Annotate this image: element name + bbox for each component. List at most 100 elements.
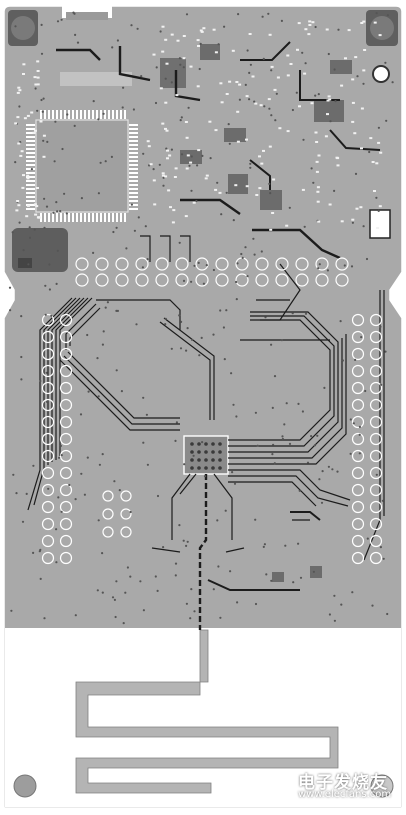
smd-pad xyxy=(32,131,36,134)
smd-pad xyxy=(39,120,43,123)
via xyxy=(182,539,185,542)
via xyxy=(318,478,321,481)
via xyxy=(375,196,378,199)
via xyxy=(196,164,199,167)
mcu-pin xyxy=(26,176,35,178)
header-pad xyxy=(369,381,383,395)
via xyxy=(229,570,232,573)
via xyxy=(235,280,238,284)
smd-pad xyxy=(36,76,40,79)
via xyxy=(154,575,157,578)
via xyxy=(185,13,189,16)
via xyxy=(101,591,104,594)
mcu-pin xyxy=(26,140,35,142)
smd-pad xyxy=(254,102,258,105)
smd-pad xyxy=(204,177,208,180)
mcu-pin xyxy=(129,196,138,198)
smd-pad xyxy=(351,120,355,123)
smd-pad xyxy=(255,194,259,196)
via xyxy=(249,63,252,66)
smd-pad xyxy=(316,200,320,203)
smd-pad xyxy=(147,145,151,148)
smd-pad xyxy=(164,38,168,41)
via xyxy=(162,546,165,549)
mcu-pin xyxy=(72,213,74,222)
smd-pad xyxy=(189,161,193,164)
via xyxy=(354,172,358,175)
header-pad xyxy=(335,273,349,287)
mcu-pin xyxy=(112,110,114,119)
via xyxy=(351,591,354,594)
mcu-pin xyxy=(129,156,138,158)
via xyxy=(58,456,61,459)
via xyxy=(314,94,317,97)
via xyxy=(73,12,76,15)
via xyxy=(195,199,198,203)
via xyxy=(216,181,219,184)
smd-pad xyxy=(297,22,301,25)
via xyxy=(18,105,21,108)
mcu-pin xyxy=(129,136,138,138)
smd-pad xyxy=(185,136,189,139)
via xyxy=(270,343,273,346)
smd-pad xyxy=(260,162,264,165)
via xyxy=(217,43,220,46)
via xyxy=(260,250,263,253)
via xyxy=(314,25,317,29)
via xyxy=(44,313,47,316)
via xyxy=(328,613,331,616)
via xyxy=(223,358,226,361)
mcu-pin xyxy=(129,164,138,166)
mcu-pin xyxy=(26,208,35,210)
via xyxy=(18,221,21,224)
central-qfn-chip xyxy=(183,435,229,475)
via xyxy=(73,124,76,127)
via xyxy=(261,15,264,18)
smd-pad xyxy=(197,149,201,152)
mcu-pin xyxy=(129,144,138,146)
smd-pad xyxy=(360,22,364,24)
via xyxy=(178,241,181,244)
via xyxy=(329,120,332,123)
header-pad xyxy=(95,257,109,271)
smd-pad xyxy=(316,190,320,193)
mcu-pin xyxy=(129,200,138,202)
mcu-pin xyxy=(129,124,138,126)
via xyxy=(224,509,227,512)
smd-pad xyxy=(168,154,172,157)
smd-pad xyxy=(176,39,180,42)
via xyxy=(190,338,194,341)
via xyxy=(115,369,118,372)
header-pad xyxy=(59,551,73,565)
header-pad xyxy=(41,449,55,463)
mcu-pin xyxy=(26,132,35,134)
via xyxy=(271,406,274,409)
smd-pad xyxy=(22,174,25,177)
via xyxy=(52,211,55,214)
mcu-pin xyxy=(64,213,66,222)
via xyxy=(232,403,235,406)
via xyxy=(186,540,189,543)
smd-pad xyxy=(379,151,383,154)
smd-pad xyxy=(33,203,37,206)
mcu-pin xyxy=(129,160,138,162)
mcu-pin xyxy=(26,192,35,194)
via xyxy=(291,108,294,112)
mcu-pin xyxy=(116,110,118,119)
smd-pad xyxy=(359,206,363,209)
via xyxy=(377,209,380,212)
via xyxy=(366,537,369,540)
via xyxy=(272,443,275,446)
via xyxy=(60,454,63,457)
via xyxy=(21,520,25,523)
via xyxy=(43,617,46,620)
via xyxy=(327,465,330,468)
mcu-pin xyxy=(88,213,90,222)
via xyxy=(197,261,200,264)
mcu-pin xyxy=(124,110,126,119)
via xyxy=(381,499,384,502)
via xyxy=(321,470,324,473)
smd-pad xyxy=(152,53,156,56)
via xyxy=(301,51,304,54)
smd-pad xyxy=(35,205,39,208)
